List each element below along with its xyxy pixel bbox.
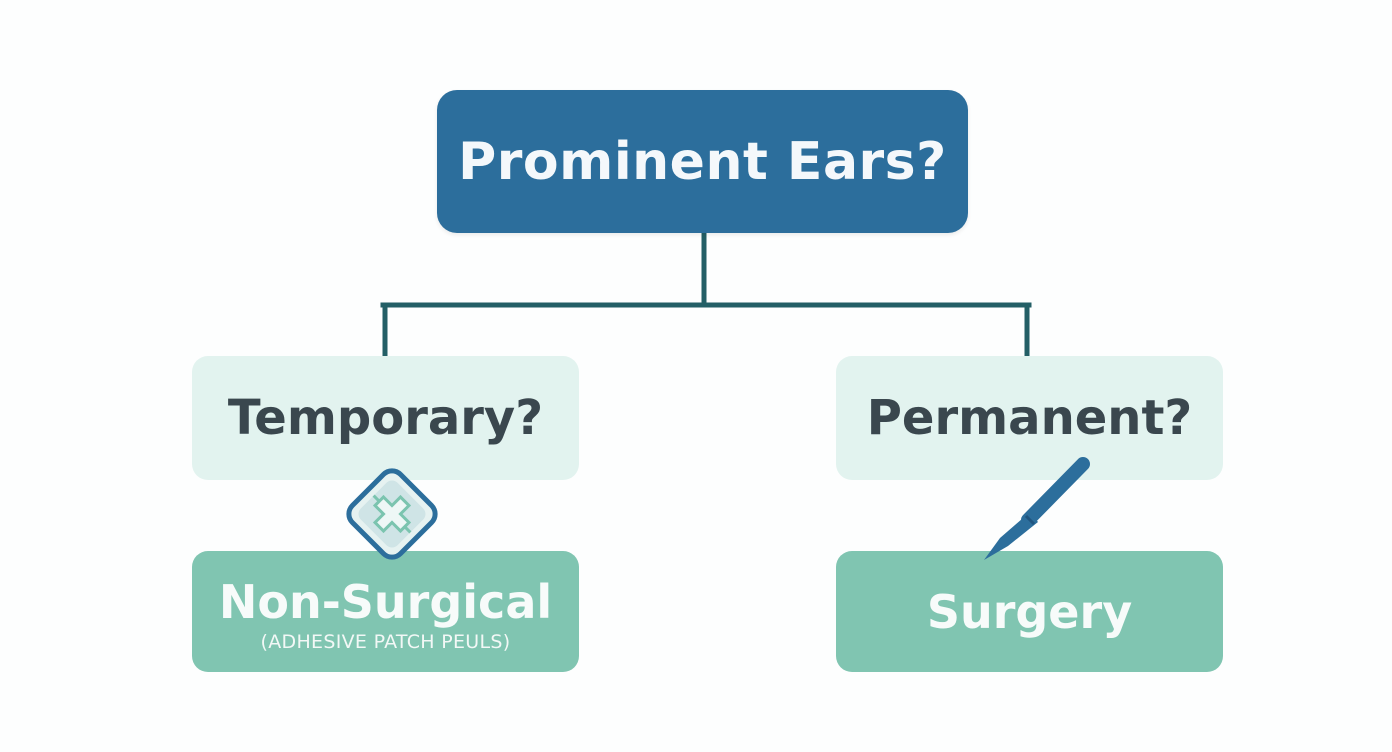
surgery-label: Surgery xyxy=(926,584,1133,639)
temporary-question-node: Temporary? xyxy=(192,356,579,480)
permanent-question-label: Permanent? xyxy=(866,390,1193,446)
root-question-label: Prominent Ears? xyxy=(458,131,947,192)
non-surgical-outcome-node: Non-Surgical (ADHESIVE PATCH PEULS) xyxy=(192,551,579,672)
non-surgical-label: Non-Surgical xyxy=(218,574,553,629)
non-surgical-sublabel: (ADHESIVE PATCH PEULS) xyxy=(260,630,511,653)
surgery-outcome-node: Surgery xyxy=(836,551,1223,672)
temporary-question-label: Temporary? xyxy=(227,390,544,446)
permanent-question-node: Permanent? xyxy=(836,356,1223,480)
root-question-node: Prominent Ears? xyxy=(437,90,968,233)
adhesive-patch-icon xyxy=(336,462,448,566)
scalpel-icon xyxy=(980,452,1095,564)
